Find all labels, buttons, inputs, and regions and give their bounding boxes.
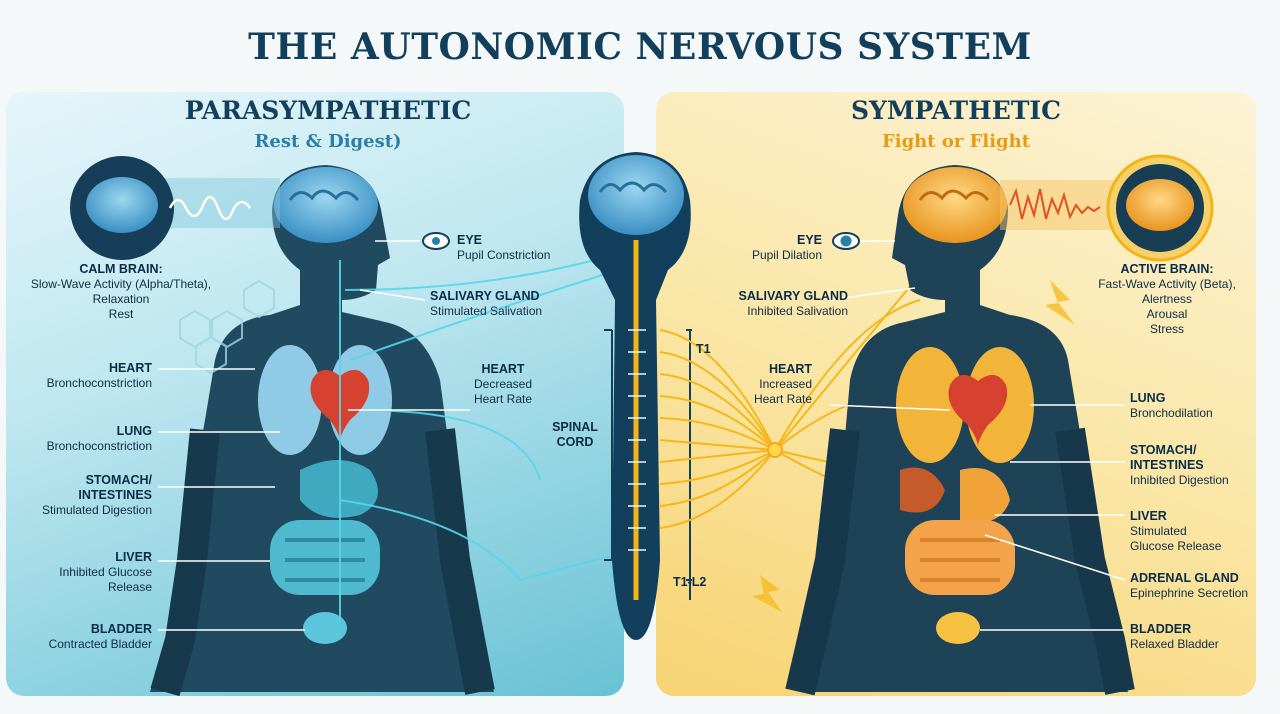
sympathetic-header: SYMPATHETIC Fight or Flight <box>816 96 1096 152</box>
eye-icon-sympathetic <box>833 233 859 249</box>
sympathetic-brain-icon <box>903 167 1007 243</box>
para-heart-label: HEART Bronchoconstriction <box>6 361 152 391</box>
parasympathetic-heading: PARASYMPATHETIC <box>180 96 476 125</box>
symp-bladder-label: BLADDER Relaxed Bladder <box>1130 622 1219 652</box>
symp-adrenal-label: ADRENAL GLAND Epinephrine Secretion <box>1130 571 1248 601</box>
para-bladder-label: BLADDER Contracted Bladder <box>6 622 152 652</box>
para-eye-label: EYE Pupil Constriction <box>457 233 550 263</box>
symp-heart-label: HEART Increased Heart Rate <box>730 362 812 407</box>
para-heart-rate-label: HEART Decreased Heart Rate <box>462 362 544 407</box>
para-stomach-label: STOMACH/ INTESTINES Stimulated Digestion <box>6 473 152 518</box>
parasympathetic-subheading: Rest & Digest) <box>180 131 476 152</box>
para-salivary-label: SALIVARY GLAND Stimulated Salivation <box>430 289 542 319</box>
calm-brain-badge <box>70 156 280 260</box>
para-lung-label: LUNG Bronchoconstriction <box>6 424 152 454</box>
eye-icon <box>423 233 449 249</box>
spinal-cord-figure <box>579 152 692 640</box>
symp-stomach-label: STOMACH/ INTESTINES Inhibited Digestion <box>1130 443 1229 488</box>
t1-l2-label: T1-L2 <box>673 575 706 590</box>
parasympathetic-header: PARASYMPATHETIC Rest & Digest) <box>180 96 476 152</box>
parasympathetic-brain-icon <box>274 167 378 243</box>
active-brain-badge <box>1000 156 1212 260</box>
calm-brain-label: CALM BRAIN: Slow-Wave Activity (Alpha/Th… <box>6 262 236 322</box>
symp-eye-label: EYE Pupil Dilation <box>730 233 822 263</box>
spinal-cord-label: SPINAL CORD <box>540 420 610 450</box>
para-liver-label: LIVER Inhibited Glucose Release <box>6 550 152 595</box>
page-title: THE AUTONOMIC NERVOUS SYSTEM <box>0 26 1280 68</box>
symp-liver-label: LIVER Stimulated Glucose Release <box>1130 509 1221 554</box>
active-brain-label: ACTIVE BRAIN: Fast-Wave Activity (Beta),… <box>1084 262 1250 337</box>
sympathetic-heading: SYMPATHETIC <box>816 96 1096 125</box>
symp-salivary-label: SALIVARY GLAND Inhibited Salivation <box>700 289 848 319</box>
t1-label: T1 <box>696 342 711 357</box>
symp-lung-label: LUNG Bronchodilation <box>1130 391 1213 421</box>
sympathetic-subheading: Fight or Flight <box>816 131 1096 152</box>
